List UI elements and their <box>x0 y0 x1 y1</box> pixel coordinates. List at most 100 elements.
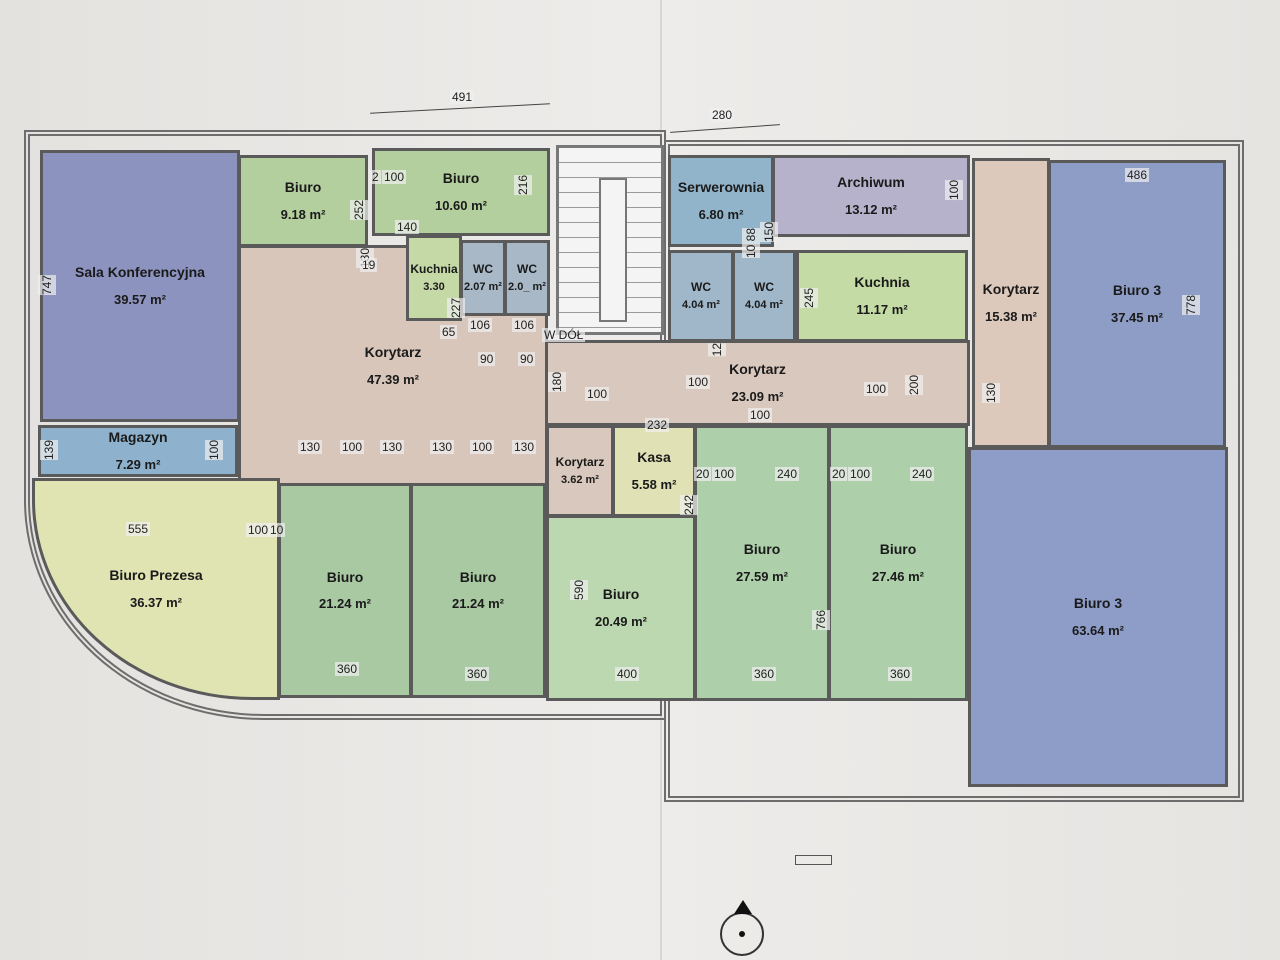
dimension-label: 130 <box>298 440 323 454</box>
dimension-label: 400 <box>615 667 640 681</box>
dimension-label: 491 <box>450 90 475 104</box>
dimension-label: 242 <box>680 495 698 516</box>
room-name: Biuro <box>879 541 917 558</box>
room-name: WC <box>691 280 711 295</box>
room-name: WC <box>754 280 774 295</box>
dimension-label: 232 <box>645 418 670 432</box>
room: WC 4.04 m² <box>668 250 734 342</box>
dimension-label: 130 <box>512 440 537 454</box>
dimension-label: 90 <box>518 352 536 366</box>
dimension-label: 240 <box>910 467 935 481</box>
room-name: WC <box>473 262 493 277</box>
dimension-label: 216 <box>514 175 532 196</box>
room: Magazyn 7.29 m² <box>38 425 238 477</box>
room: Korytarz 3.62 m² <box>546 425 614 517</box>
room-area: 4.04 m² <box>745 298 783 311</box>
room-name: Korytarz <box>729 361 786 378</box>
north-arrow-icon <box>720 900 764 956</box>
scale-bar <box>795 855 832 865</box>
room-name: Biuro <box>326 568 364 585</box>
dimension-label: 100 <box>712 467 737 481</box>
stairs-label: W DÓŁ <box>542 328 586 342</box>
dimension-label: 106 <box>468 318 493 332</box>
room-area: 36.37 m² <box>129 594 183 610</box>
dimension-label: 12 <box>708 343 726 357</box>
room-name: Kasa <box>637 449 671 466</box>
room-name: Sala Konferencyjna <box>75 264 205 281</box>
room: WC 4.04 m² <box>732 250 796 342</box>
dimension-label: 100 <box>848 467 873 481</box>
room-name: Biuro Prezesa <box>109 567 203 584</box>
dimension-label: 360 <box>465 667 490 681</box>
dimension-label: 100 <box>470 440 495 454</box>
room: Biuro 27.59 m² <box>694 425 830 701</box>
dimension-label: 130 <box>430 440 455 454</box>
dimension-label: 747 <box>38 275 56 296</box>
room: Biuro 9.18 m² <box>238 155 368 247</box>
dimension-label: 590 <box>570 580 588 601</box>
room-area: 37.45 m² <box>1110 309 1164 325</box>
dimension-label: 130 <box>380 440 405 454</box>
dimension-label: 100 <box>945 180 963 201</box>
dimension-label: 100 <box>864 382 889 396</box>
room-area: 47.39 m² <box>366 371 420 387</box>
dimension-label: 100 <box>340 440 365 454</box>
room-name: Serwerownia <box>677 179 765 196</box>
room-name: Magazyn <box>108 429 168 446</box>
room-area: 9.18 m² <box>280 206 326 222</box>
dimension-label: 100 <box>205 440 223 461</box>
room-name: Biuro <box>442 170 480 187</box>
dimension-label: 227 <box>447 298 465 319</box>
room-name: Biuro <box>284 179 322 196</box>
room-area: 11.17 m² <box>856 301 908 317</box>
room-name: Biuro <box>743 541 781 558</box>
room-area: 27.46 m² <box>871 568 925 584</box>
dimension-label: 106 <box>512 318 537 332</box>
dimension-label: 555 <box>126 522 151 536</box>
dimension-label: 90 <box>478 352 496 366</box>
dimension-label: 360 <box>335 662 360 676</box>
room: WC 2.07 m² <box>460 240 506 316</box>
dimension-label: 766 <box>812 610 830 631</box>
room-name: Korytarz <box>364 344 422 361</box>
dimension-label: 360 <box>752 667 777 681</box>
dimension-label: 10 88 <box>742 228 760 259</box>
dimension-label: 20 <box>830 467 848 481</box>
room-area: 27.59 m² <box>735 568 789 584</box>
room-area: 20.49 m² <box>594 613 648 629</box>
room-area: 2.07 m² <box>464 280 502 293</box>
dimension-label: 139 <box>40 440 58 461</box>
dimension-label: 65 <box>440 325 458 339</box>
room-name: Biuro <box>602 586 640 603</box>
dimension-label: 19 <box>360 258 378 272</box>
room-name: Kuchnia <box>854 274 910 291</box>
room-area: 13.12 m² <box>844 201 898 217</box>
dimension-label: 100 <box>246 523 271 537</box>
room-name: WC <box>517 262 537 277</box>
room-name: Biuro 3 <box>1112 282 1162 299</box>
dimension-label: 245 <box>800 288 818 309</box>
staircase <box>556 145 664 335</box>
dimension-label: 252 <box>350 200 368 221</box>
room-area: 3.62 m² <box>561 473 599 486</box>
room: Korytarz 23.09 m² <box>545 340 970 426</box>
room-name: Biuro <box>459 568 497 585</box>
dimension-label: 100 <box>686 375 711 389</box>
room-area: 63.64 m² <box>1071 622 1125 638</box>
room: Kuchnia 11.17 m² <box>796 250 968 342</box>
dimension-label: 778 <box>1182 295 1200 316</box>
room-name: Korytarz <box>555 455 605 470</box>
room-area: 23.09 m² <box>731 388 784 404</box>
room-area: 21.24 m² <box>451 596 505 612</box>
room-area: 7.29 m² <box>115 456 161 472</box>
dimension-label: 20 <box>694 467 712 481</box>
dimension-label: 180 <box>548 372 566 393</box>
room-area: 4.04 m² <box>682 298 720 311</box>
room-area: 6.80 m² <box>698 206 744 222</box>
dimension-label: 2 <box>370 170 381 184</box>
dimension-label: 100 <box>585 387 610 401</box>
